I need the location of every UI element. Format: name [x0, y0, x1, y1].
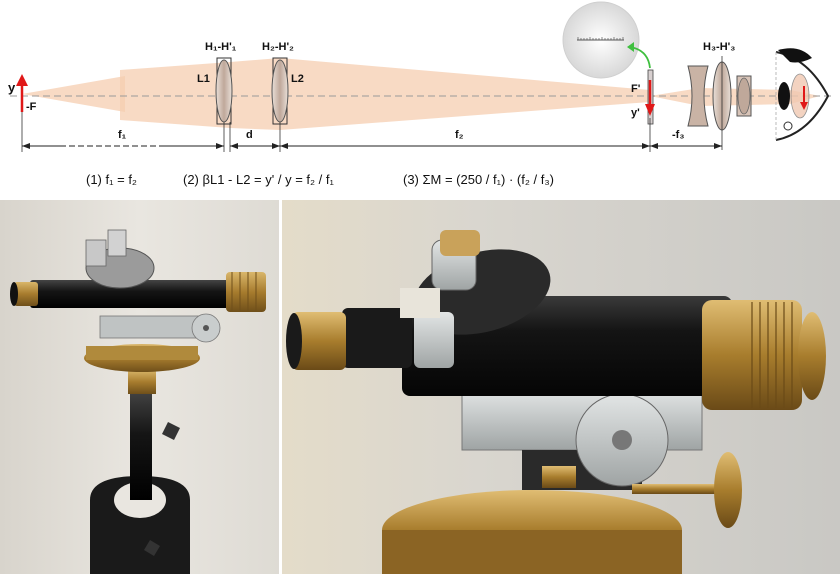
object-arrow [16, 74, 28, 86]
distance-f3-label: -f₃ [672, 129, 684, 141]
front-focus-label: -F [26, 101, 37, 113]
principal-planes-3-label: H₃-H'₃ [703, 41, 735, 53]
lens-2 [271, 59, 289, 123]
formula-1: (1) f₁ = f₂ [86, 172, 137, 187]
dimension-arrowheads [22, 143, 722, 149]
eyepiece-lens-3-curve [737, 77, 751, 115]
distance-d-label: d [246, 129, 253, 141]
object-label: y [8, 80, 16, 95]
principal-planes-1-label: H₁-H'₁ [205, 41, 237, 53]
eyepiece-lens-1 [687, 65, 709, 127]
photo-instrument-side [0, 200, 279, 574]
image-arrow [645, 104, 655, 116]
formula-2: (2) βL1 - L2 = y' / y = f₂ / f₁ [183, 172, 334, 187]
image-height-label: y' [631, 107, 640, 119]
instrument-closeup-illustration [282, 200, 840, 574]
principal-planes-2-label: H₂-H'₂ [262, 41, 294, 53]
reticle-pointer-arrow [627, 42, 634, 52]
light-beam [120, 58, 650, 130]
formula-3: (3) ΣM = (250 / f₁) · (f₂ / f₃) [403, 172, 554, 187]
optical-diagram: y -F L1 H₁-H'₁ L2 H₂-H'₂ F' y' H₃-H'₃ [8, 1, 832, 152]
light-beam [22, 76, 125, 112]
reticle-ticks [577, 37, 624, 40]
distance-f1-label: f₁ [118, 129, 127, 141]
distance-f2-label: f₂ [455, 129, 464, 141]
eye-icon [775, 48, 830, 141]
lens-1-label: L1 [197, 73, 210, 85]
focal-point-label: F' [631, 83, 641, 95]
lens-2-label: L2 [291, 73, 304, 85]
photo-instrument-closeup [282, 200, 840, 574]
lens-1 [215, 59, 233, 123]
instrument-side-illustration [0, 200, 279, 574]
